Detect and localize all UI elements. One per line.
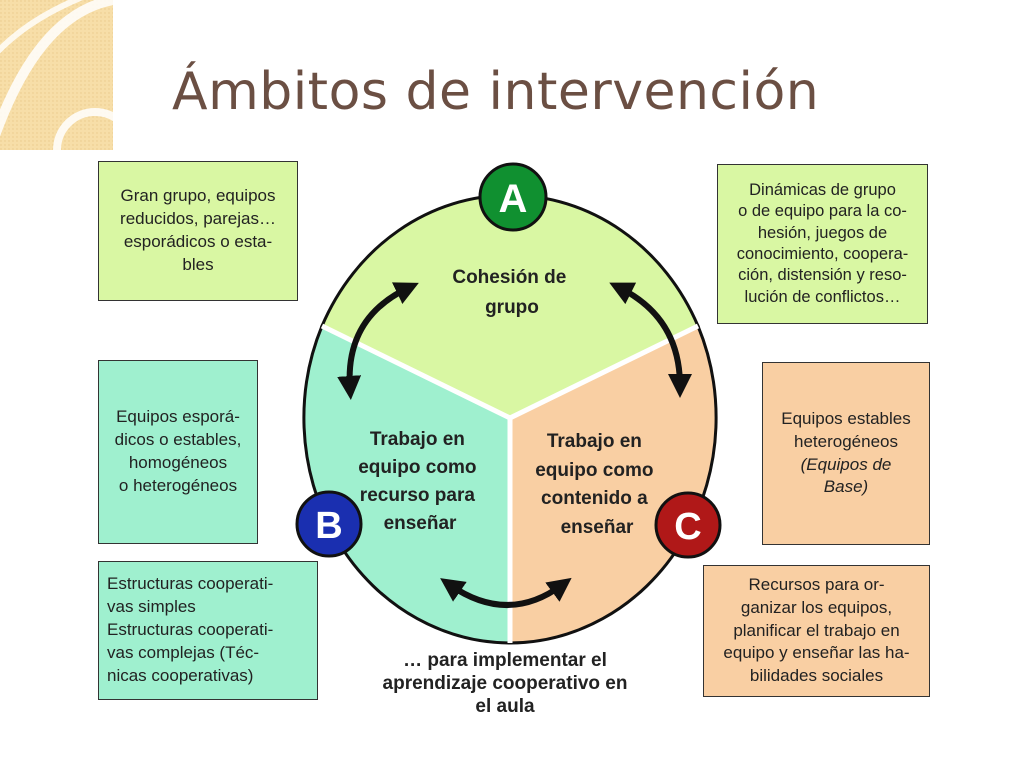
box-c-top: Equipos estables heterogéneos (Equipos d… <box>762 362 930 545</box>
svg-text:C: C <box>674 506 701 548</box>
box-a-left: Gran grupo, equipos reducidos, parejas… … <box>98 161 298 301</box>
sector-c-label: Trabajo en equipo como contenido a enseñ… <box>535 431 659 538</box>
decorative-pattern <box>0 0 113 150</box>
svg-text:A: A <box>499 177 528 221</box>
sector-b-label: Trabajo en equipo como recurso para ense… <box>358 429 482 534</box>
box-b-bottom: Estructuras cooperati- vas simples Estru… <box>98 561 318 700</box>
badge-a: A <box>478 162 548 232</box>
box-a-right: Dinámicas de grupo o de equipo para la c… <box>717 164 928 324</box>
arrow-a-b <box>337 282 419 400</box>
sector-a-label: Cohesión de grupo <box>452 267 571 318</box>
arrow-b-c <box>440 577 572 608</box>
badge-b: B <box>295 490 363 558</box>
arrow-a-c <box>609 282 692 398</box>
diagram-caption: … para implementar el aprendizaje cooper… <box>382 650 628 717</box>
box-c-bottom: Recursos para or- ganizar los equipos, p… <box>703 565 930 697</box>
decorative-corner <box>0 0 113 150</box>
svg-text:B: B <box>315 505 342 547</box>
badge-c: C <box>654 491 722 559</box>
box-b-top: Equipos esporá- dicos o estables, homogé… <box>98 360 258 544</box>
slide-title: Ámbitos de intervención <box>172 62 820 122</box>
